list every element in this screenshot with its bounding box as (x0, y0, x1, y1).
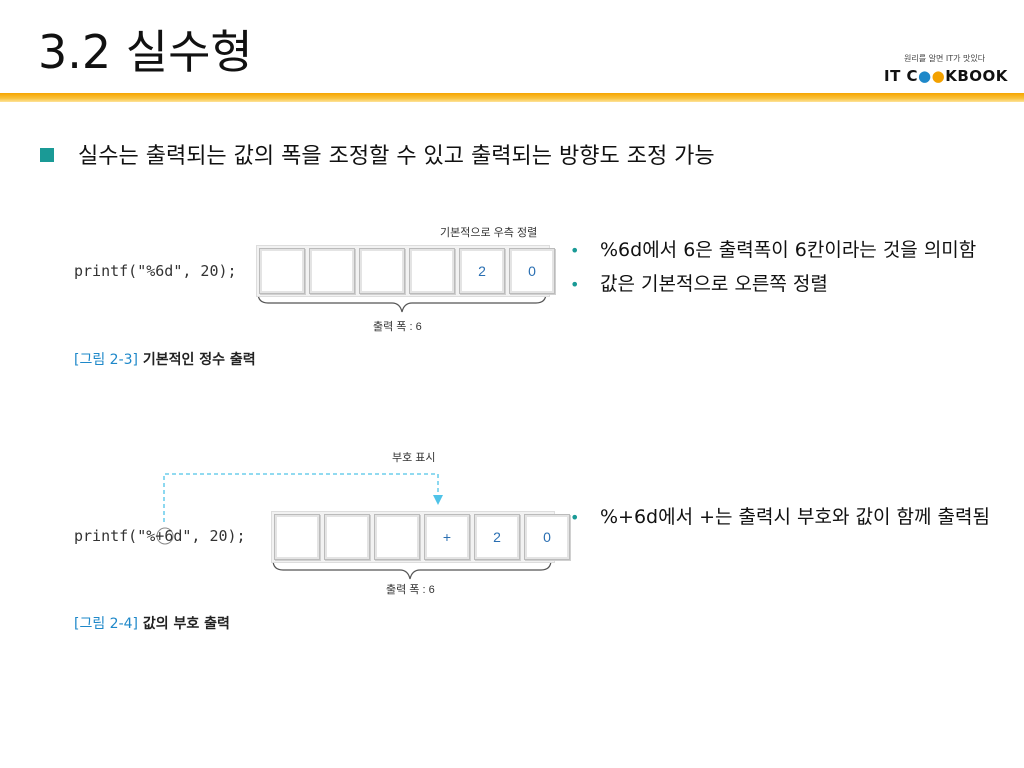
note-item: • 값은 기본적으로 오른쪽 정렬 (566, 272, 1006, 297)
figure1-cell: 2 (459, 248, 505, 294)
figure2-cell: 0 (524, 514, 570, 560)
bullet-dot-icon: • (570, 275, 580, 294)
figure1-cell (409, 248, 455, 294)
figure2-code-pre: printf("% (74, 527, 156, 545)
square-bullet-icon (40, 148, 54, 162)
logo-mark-pre: IT C (884, 67, 919, 85)
figure1-width-label: 출력 폭 : 6 (373, 321, 422, 333)
sign-arrowhead-icon (433, 495, 443, 505)
figure2-cell (274, 514, 320, 560)
main-bullet-text: 실수는 출력되는 값의 폭을 조정할 수 있고 출력되는 방향도 조정 가능 (78, 144, 715, 169)
note-text: 값은 기본적으로 오른쪽 정렬 (600, 273, 828, 295)
figure1-cells: 2 0 (259, 248, 555, 294)
figure2-cell (374, 514, 420, 560)
it-cookbook-logo: 원리를 알면 IT가 맛있다 IT C●●KBOOK (884, 50, 1008, 90)
figure1-cell (359, 248, 405, 294)
logo-dot-orange-icon: ● (931, 67, 946, 85)
figure1-notes: • %6d에서 6은 출력폭이 6칸이라는 것을 의미함 • 값은 기본적으로 오른… (566, 238, 1006, 306)
figure1-cell: 0 (509, 248, 555, 294)
figure1-cell (259, 248, 305, 294)
figure2-top-label: 부호 표시 (392, 452, 436, 464)
figure1-top-label: 기본적으로 우측 정렬 (440, 227, 538, 239)
main-bullet: 실수는 출력되는 값의 폭을 조정할 수 있고 출력되는 방향도 조정 가능 (40, 141, 715, 173)
note-text: %+6d에서 +는 출력시 부호와 값이 함께 출력됨 (600, 506, 990, 528)
bullet-dot-icon: • (570, 508, 580, 527)
figure2-caption: [그림 2-4] 값의 부호 출력 (74, 613, 230, 633)
logo-dot-blue-icon: ● (918, 67, 932, 85)
figure2-number: [그림 2-4] (74, 616, 139, 632)
logo-mark-post: KBOOK (945, 67, 1008, 85)
bullet-dot-icon: • (570, 241, 580, 260)
title-underline-bar (0, 93, 1024, 102)
figure2-caption-text: 값의 부호 출력 (138, 616, 230, 632)
figure2-cell: + (424, 514, 470, 560)
figure2-width-label: 출력 폭 : 6 (386, 584, 435, 596)
note-text: %6d에서 6은 출력폭이 6칸이라는 것을 의미함 (600, 239, 977, 261)
figure2-code-sign: + (155, 527, 165, 545)
figure1-caption-text: 기본적인 정수 출력 (138, 352, 256, 368)
figure1-code: printf("%6d", 20); (74, 262, 237, 280)
figure2-cells: + 2 0 (274, 514, 570, 560)
figure2-cell: 2 (474, 514, 520, 560)
note-item: • %+6d에서 +는 출력시 부호와 값이 함께 출력됨 (566, 505, 1006, 530)
slide-title: 3.2 실수형 (38, 25, 253, 79)
figure2-notes: • %+6d에서 +는 출력시 부호와 값이 함께 출력됨 (566, 505, 1006, 539)
logo-mark: IT C●●KBOOK (884, 67, 1008, 85)
figure1-number: [그림 2-3] (74, 352, 139, 368)
figure1-cell (309, 248, 355, 294)
figure2-code-post: 6d", 20); (164, 527, 246, 545)
figure1-caption: [그림 2-3] 기본적인 정수 출력 (74, 349, 256, 369)
logo-tagline: 원리를 알면 IT가 맛있다 (904, 54, 986, 63)
note-item: • %6d에서 6은 출력폭이 6칸이라는 것을 의미함 (566, 238, 1006, 263)
figure2-cell (324, 514, 370, 560)
figure2-code: printf("%+6d", 20); (74, 527, 246, 545)
